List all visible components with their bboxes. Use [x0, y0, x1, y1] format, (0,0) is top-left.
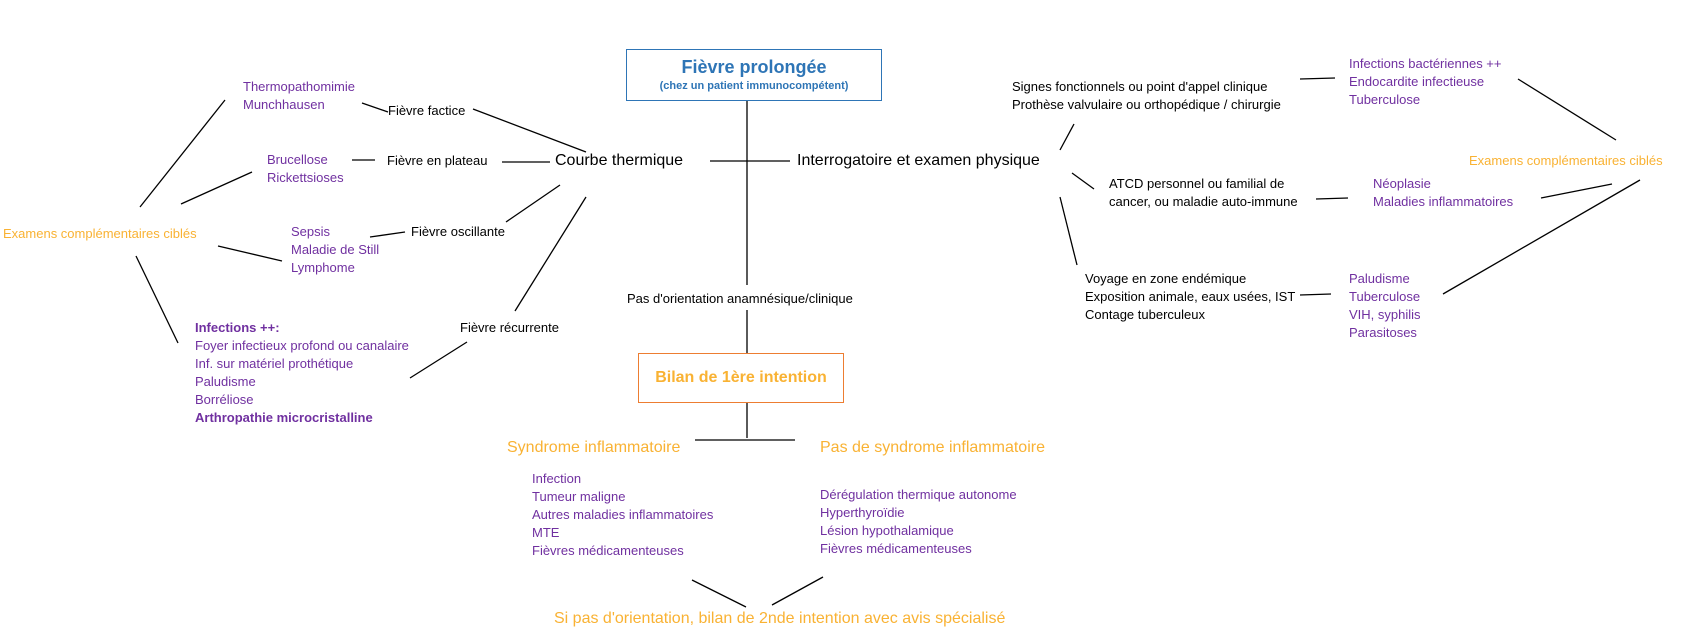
list-item: Maladies inflammatoires — [1373, 194, 1514, 209]
text-line: Contage tuberculeux — [1085, 307, 1205, 322]
line-factice-items — [361, 102, 389, 113]
line-exams-voyage — [1442, 179, 1641, 295]
line-exams-signes — [1517, 78, 1617, 141]
list-item: Dérégulation thermique autonome — [820, 487, 1017, 502]
list-item: Brucellose — [267, 152, 328, 167]
line-merge-right — [771, 576, 824, 606]
line-exams-oscillante — [217, 245, 283, 262]
label-fievre-plateau: Fièvre en plateau — [387, 153, 488, 168]
text-line: Prothèse valvulaire ou orthopédique / ch… — [1012, 97, 1281, 112]
text-line: Voyage en zone endémique — [1085, 271, 1247, 286]
line-exams-atcd — [1540, 183, 1613, 199]
node-interrogatoire: Interrogatoire et examen physique — [797, 152, 1040, 169]
line-atcd-items — [1315, 197, 1349, 200]
right-voyage: Voyage en zone endémique Exposition anim… — [1085, 270, 1295, 324]
list-item: Endocardite infectieuse — [1349, 74, 1485, 89]
line-interro-voyage — [1059, 196, 1078, 266]
line-courbe-oscillante — [505, 184, 561, 223]
list-item: MTE — [532, 525, 560, 540]
list-recurrente: Infections ++: Foyer infectieux profond … — [195, 319, 409, 427]
list-item: Lésion hypothalamique — [820, 523, 954, 538]
list-item: Foyer infectieux profond ou canalaire — [195, 338, 409, 353]
line-recurrente-items — [409, 341, 468, 379]
list-item: Infection — [532, 471, 582, 486]
list-item: Maladie de Still — [291, 242, 380, 257]
line-merge-left — [691, 579, 747, 608]
list-signes: Infections bactériennes ++ Endocardite i… — [1349, 55, 1502, 109]
list-item: Paludisme — [195, 374, 256, 389]
list-item: Paludisme — [1349, 271, 1410, 286]
line-interro-signes — [1059, 123, 1075, 151]
text-line: ATCD personnel ou familial de — [1109, 176, 1285, 191]
list-item: Autres maladies inflammatoires — [532, 507, 714, 522]
node-bilan-2nde-intention: Si pas d'orientation, bilan de 2nde inte… — [554, 610, 1006, 627]
list-item: Hyperthyroïdie — [820, 505, 905, 520]
text-line: cancer, ou maladie auto-immune — [1109, 194, 1298, 209]
list-plateau: Brucellose Rickettsioses — [267, 151, 344, 187]
node-pas-orientation: Pas d'orientation anamnésique/clinique — [627, 291, 853, 306]
title-main: Fièvre prolongée — [681, 57, 827, 77]
line-courbe-factice — [472, 108, 587, 153]
node-pas-syndrome-inflammatoire: Pas de syndrome inflammatoire — [820, 439, 1045, 456]
line-oscillante-items — [369, 231, 406, 238]
list-syndrome: Infection Tumeur maligne Autres maladies… — [532, 470, 713, 560]
label-fievre-recurrente: Fièvre récurrente — [460, 320, 559, 335]
list-item: Fièvres médicamenteuses — [820, 541, 972, 556]
list-item: Rickettsioses — [267, 170, 344, 185]
node-syndrome-inflammatoire: Syndrome inflammatoire — [507, 439, 681, 456]
line-exams-recurrente — [135, 255, 179, 344]
list-item: Tuberculose — [1349, 289, 1421, 304]
list-factice: Thermopathomimie Munchhausen — [243, 78, 355, 114]
line-interro-atcd — [1071, 172, 1095, 190]
list-item: Infections bactériennes ++ — [1349, 56, 1502, 71]
node-courbe-thermique: Courbe thermique — [555, 152, 684, 169]
list-item: Tumeur maligne — [532, 489, 626, 504]
line-signes-items — [1299, 77, 1336, 80]
list-item: Munchhausen — [243, 97, 325, 112]
list-item: Arthropathie microcristalline — [195, 410, 373, 425]
line-exams-plateau — [180, 171, 253, 205]
list-item: Néoplasie — [1373, 176, 1431, 191]
text-line: Exposition animale, eaux usées, IST — [1085, 289, 1296, 304]
list-pas-syndrome: Dérégulation thermique autonome Hyperthy… — [820, 486, 1017, 558]
right-signes-fonctionnels: Signes fonctionnels ou point d'appel cli… — [1012, 78, 1281, 114]
text-line: Signes fonctionnels ou point d'appel cli… — [1012, 79, 1268, 94]
node-bilan-1ere-intention: Bilan de 1ère intention — [638, 353, 844, 403]
list-voyage: Paludisme Tuberculose VIH, syphilis Para… — [1349, 270, 1421, 342]
list-oscillante: Sepsis Maladie de Still Lymphome — [291, 223, 379, 277]
list-item: Borréliose — [195, 392, 254, 407]
line-voyage-items — [1299, 293, 1332, 296]
list-item: Fièvres médicamenteuses — [532, 543, 684, 558]
list-item: Thermopathomimie — [243, 79, 355, 94]
left-exams-cibles: Examens complémentaires ciblés — [3, 226, 197, 241]
title-box: Fièvre prolongée (chez un patient immuno… — [626, 49, 882, 101]
list-item: Lymphome — [291, 260, 355, 275]
right-atcd: ATCD personnel ou familial de cancer, ou… — [1109, 175, 1298, 211]
list-item: Tuberculose — [1349, 92, 1421, 107]
list-atcd: Néoplasie Maladies inflammatoires — [1373, 175, 1513, 211]
title-subtitle: (chez un patient immunocompétent) — [659, 80, 849, 92]
list-item: Parasitoses — [1349, 325, 1417, 340]
right-exams-cibles: Examens complémentaires ciblés — [1469, 153, 1663, 168]
list-item: VIH, syphilis — [1349, 307, 1421, 322]
list-item: Sepsis — [291, 224, 331, 239]
label-fievre-oscillante: Fièvre oscillante — [411, 224, 505, 239]
label-fievre-factice: Fièvre factice — [388, 103, 466, 118]
line-courbe-recurrente — [514, 196, 587, 312]
list-item: Inf. sur matériel prothétique — [195, 356, 354, 371]
line-exams-factice — [139, 99, 226, 208]
list-item: Infections ++: — [195, 320, 280, 335]
